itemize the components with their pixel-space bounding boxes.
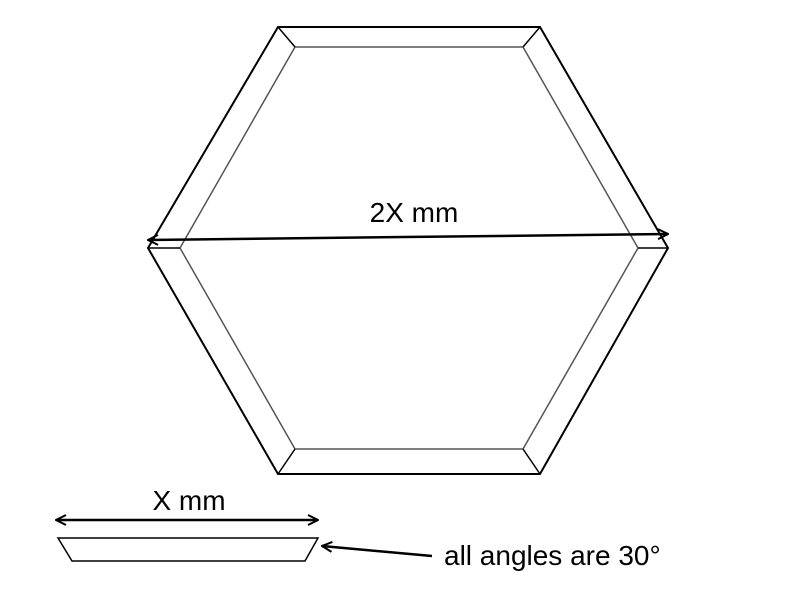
angle-note-label: all angles are 30°: [444, 540, 661, 571]
piece-dimension-label: X mm: [152, 485, 225, 516]
frame-piece-trapezoid: [56, 537, 320, 562]
miter-joint-bottom-right: [522, 448, 541, 475]
miter-joint-top-right: [522, 26, 541, 48]
miter-joint-top-left: [277, 26, 296, 48]
hexagon-inner-outline: [179, 46, 639, 450]
miter-joint-bottom-left: [277, 448, 296, 475]
note-pointer-arrow: [322, 546, 433, 558]
hexagon-outer-outline: [146, 26, 670, 475]
miter-joints: [148, 26, 668, 475]
width-dimension-label: 2X mm: [370, 197, 459, 228]
width-dimension-arrow: [148, 234, 668, 240]
